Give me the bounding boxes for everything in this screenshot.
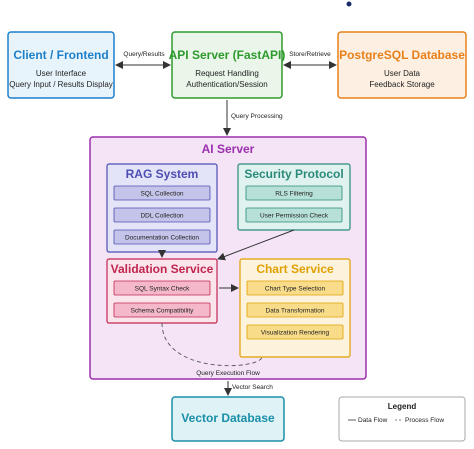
vector-title: Vector Database xyxy=(181,411,275,425)
svg-text:SQL Syntax Check: SQL Syntax Check xyxy=(135,286,190,293)
query-results-label: Query/Results xyxy=(123,51,165,58)
api-line1: Request Handling xyxy=(195,69,259,78)
security-title: Security Protocol xyxy=(244,167,343,181)
query-processing-label: Query Processing xyxy=(231,113,283,120)
svg-text:DDL Collection: DDL Collection xyxy=(140,213,183,220)
query-execution-flow-label: Query Execution Flow xyxy=(196,370,260,377)
chart-item-data-transformation[interactable]: Data Transformation xyxy=(246,302,344,318)
client-line1: User Interface xyxy=(36,69,87,78)
rag-system-node[interactable]: RAG System SQL Collection DDL Collection… xyxy=(106,163,218,253)
svg-text:Visualization Rendering: Visualization Rendering xyxy=(261,330,330,337)
security-item-user-permission-check[interactable]: User Permission Check xyxy=(245,207,343,223)
legend-process-flow: Process Flow xyxy=(405,417,444,424)
svg-text:Chart Type Selection: Chart Type Selection xyxy=(265,286,326,293)
validation-title: Validation Service xyxy=(111,262,214,276)
svg-text:Schema Compatibility: Schema Compatibility xyxy=(131,308,195,315)
validation-item-schema-compatibility[interactable]: Schema Compatibility xyxy=(113,302,211,318)
svg-text:Documentation Collection: Documentation Collection xyxy=(125,235,199,242)
rag-item-documentation-collection[interactable]: Documentation Collection xyxy=(113,229,211,245)
rag-item-sql-collection[interactable]: SQL Collection xyxy=(113,185,211,201)
legend-data-flow: Data Flow xyxy=(358,417,388,424)
query-execution-dashed-curve xyxy=(161,322,263,367)
rag-title: RAG System xyxy=(126,167,199,181)
chart-item-visualization-rendering[interactable]: Visualization Rendering xyxy=(246,324,344,340)
legend-title: Legend xyxy=(388,402,417,411)
ai-server-title: AI Server xyxy=(202,142,255,156)
validation-item-sql-syntax-check[interactable]: SQL Syntax Check xyxy=(113,280,211,296)
validation-service-node[interactable]: Validation Service SQL Syntax Check Sche… xyxy=(106,258,218,324)
client-frontend-node[interactable]: Client / Frontend User Interface Query I… xyxy=(7,31,115,99)
vector-search-label: Vector Search xyxy=(232,384,273,391)
legend: Legend Data Flow Process Flow xyxy=(338,396,466,442)
postgres-title: PostgreSQL Database xyxy=(339,48,465,62)
client-line2: Query Input / Results Display xyxy=(9,80,113,89)
chart-service-node[interactable]: Chart Service Chart Type Selection Data … xyxy=(239,258,351,358)
indicator-dot xyxy=(346,1,352,7)
chart-item-chart-type-selection[interactable]: Chart Type Selection xyxy=(246,280,344,296)
svg-text:Data Transformation: Data Transformation xyxy=(266,308,325,315)
svg-text:User Permission Check: User Permission Check xyxy=(260,213,329,220)
postgres-line1: User Data xyxy=(384,69,421,78)
security-validation-arrow xyxy=(217,229,295,261)
api-title: API Server (FastAPI) xyxy=(169,48,286,62)
chart-title: Chart Service xyxy=(256,262,334,276)
svg-text:SQL Collection: SQL Collection xyxy=(140,191,183,198)
security-protocol-node[interactable]: Security Protocol RLS Filtering User Per… xyxy=(237,163,351,231)
api-line2: Authentication/Session xyxy=(186,80,267,89)
postgresql-node[interactable]: PostgreSQL Database User Data Feedback S… xyxy=(337,31,467,99)
postgres-line2: Feedback Storage xyxy=(369,80,435,89)
api-server-node[interactable]: API Server (FastAPI) Request Handling Au… xyxy=(169,31,286,99)
security-item-rls-filtering[interactable]: RLS Filtering xyxy=(245,185,343,201)
rag-item-ddl-collection[interactable]: DDL Collection xyxy=(113,207,211,223)
svg-text:RLS Filtering: RLS Filtering xyxy=(275,191,313,198)
client-title: Client / Frontend xyxy=(13,48,108,62)
store-retrieve-label: Store/Retrieve xyxy=(289,51,331,58)
vector-database-node[interactable]: Vector Database xyxy=(171,396,285,442)
